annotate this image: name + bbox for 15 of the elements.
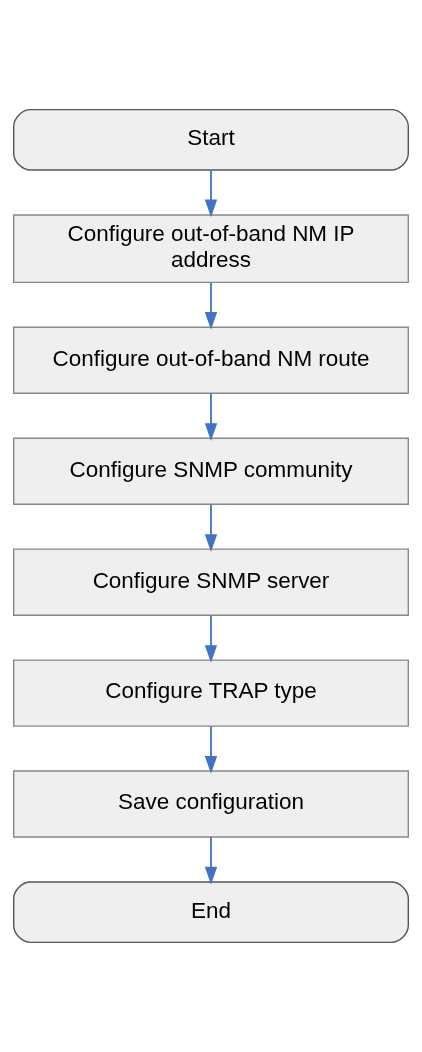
node-box: Configure out-of-band NM route xyxy=(13,326,409,394)
arrow xyxy=(204,281,218,330)
node-box: Configure SNMP server xyxy=(13,548,409,616)
arrow xyxy=(204,614,218,663)
arrow xyxy=(204,725,218,774)
arrow xyxy=(204,169,218,218)
node-box: Configure TRAP type xyxy=(13,659,409,727)
node-box: Configure SNMP community xyxy=(13,437,409,505)
node-box: Save configuration xyxy=(13,770,409,838)
node-box: Configure out-of-band NM IP address xyxy=(13,214,409,284)
arrow xyxy=(204,503,218,552)
arrow xyxy=(204,392,218,441)
node-box: Start xyxy=(13,108,409,171)
node-box: End xyxy=(13,881,409,944)
arrow xyxy=(204,836,218,885)
